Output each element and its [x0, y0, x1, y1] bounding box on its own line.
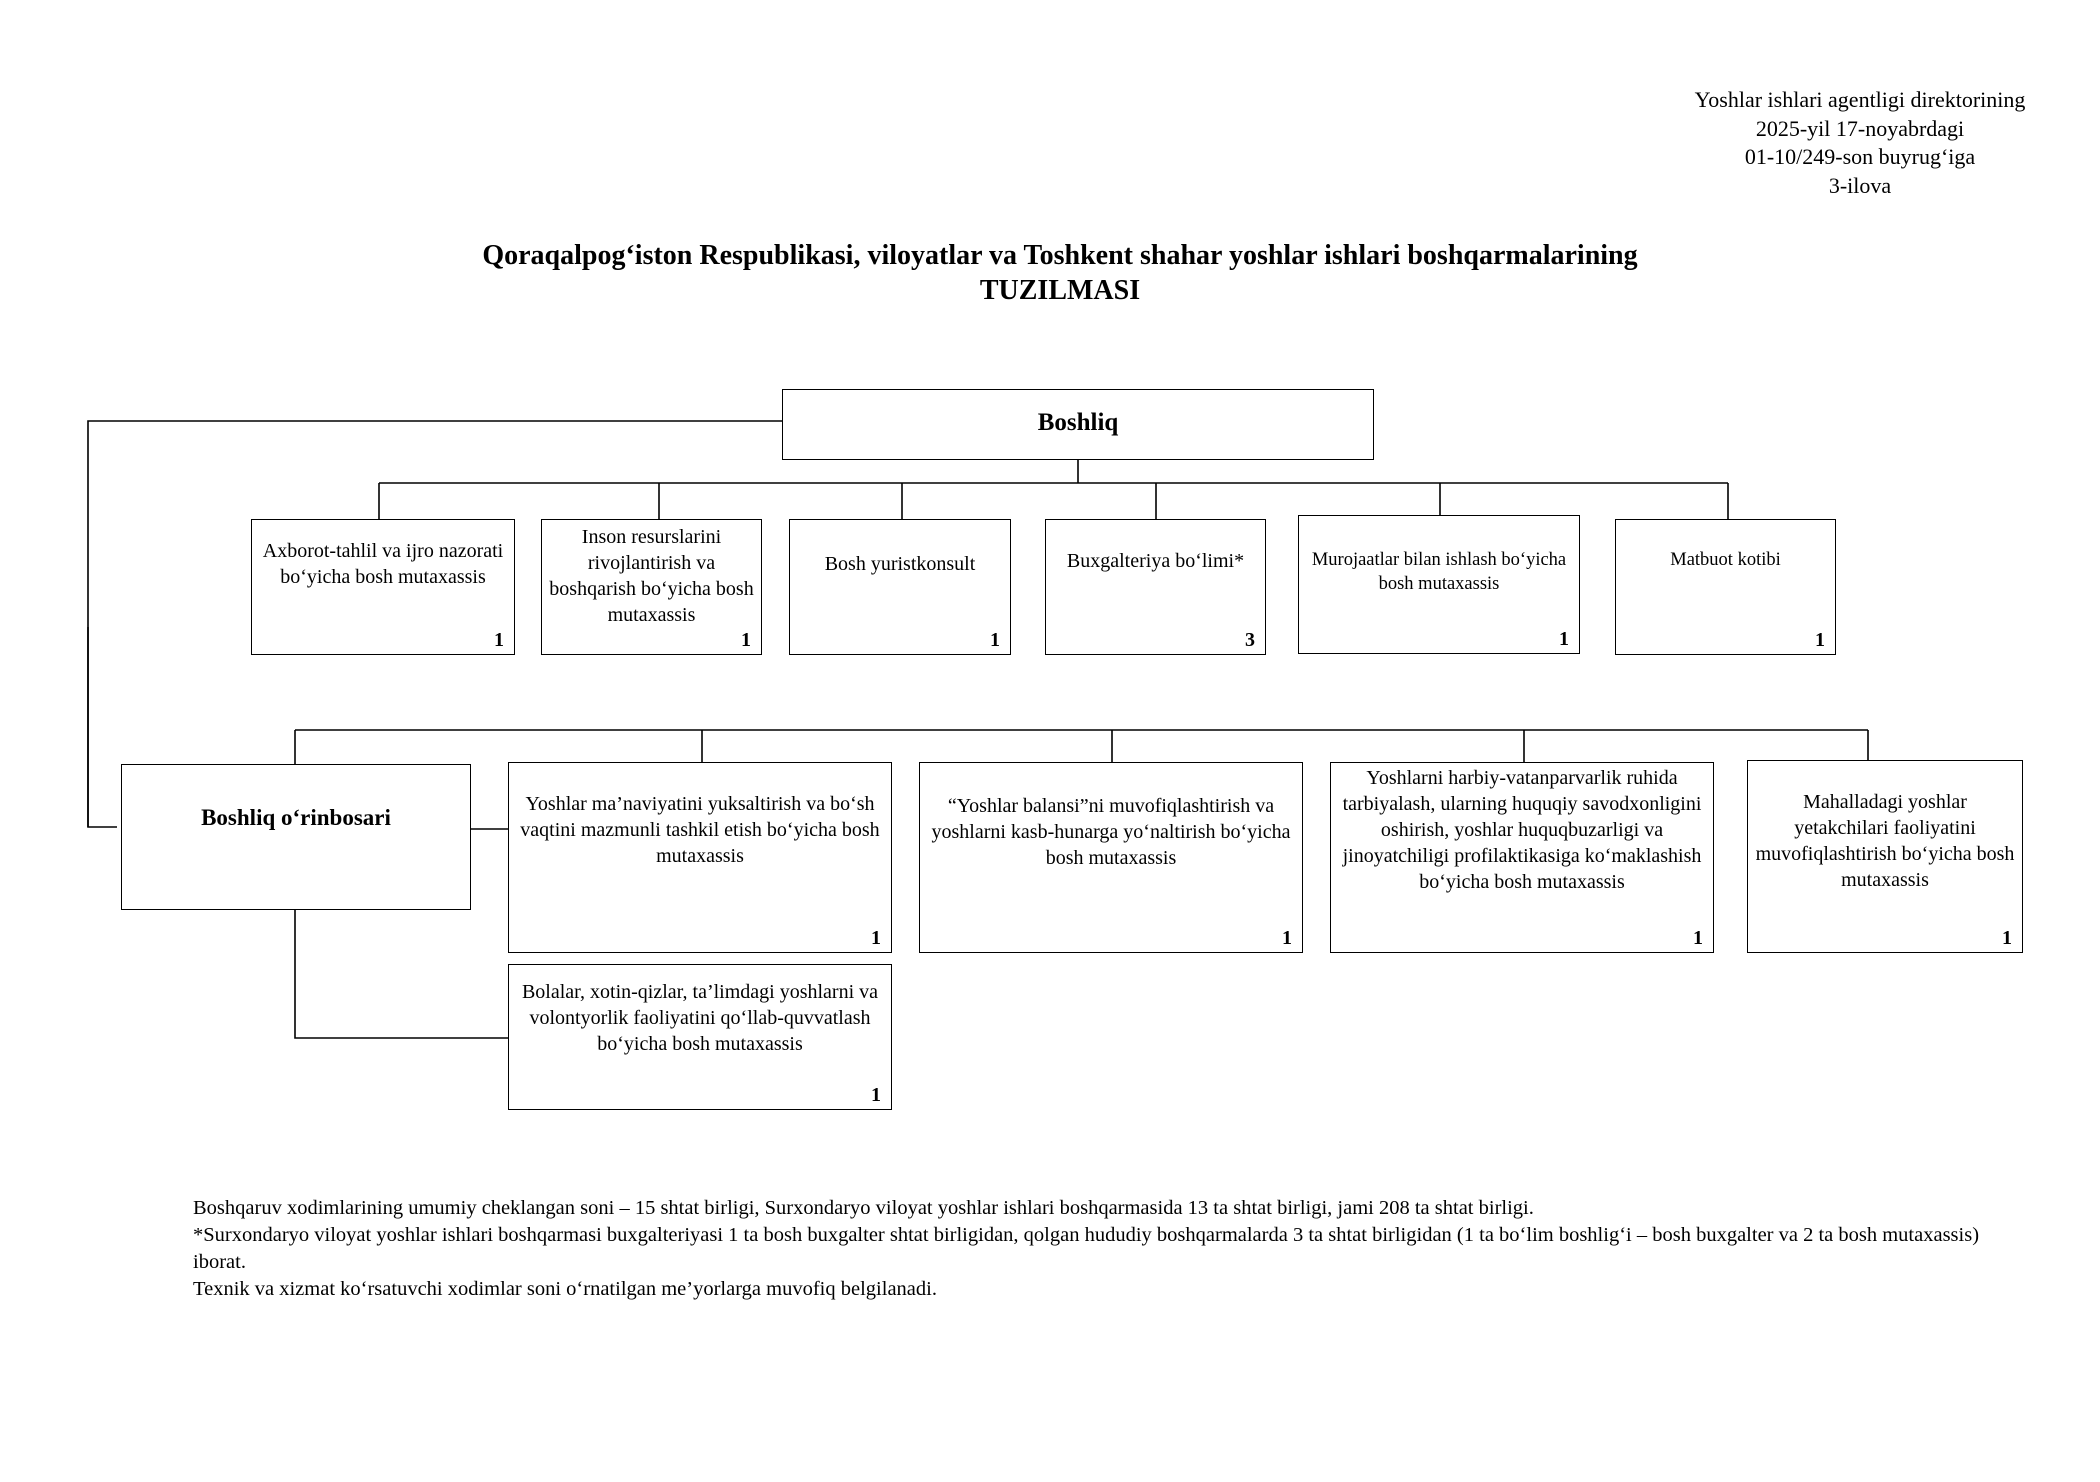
staff-count: 1 — [1282, 927, 1292, 949]
footnotes: Boshqaruv xodimlarining umumiy cheklanga… — [193, 1195, 1983, 1303]
specialist-label: Yoshlarni harbiy-vatanparvarlik ruhida t… — [1342, 767, 1702, 893]
specialist-box: Yoshlar ma’naviyatini yuksaltirish va bo… — [508, 762, 892, 953]
unit-label: Bosh yuristkonsult — [824, 553, 976, 575]
staff-count: 3 — [1245, 629, 1255, 651]
footnote-line: *Surxondaryo viloyat yoshlar ishlari bos… — [193, 1224, 1980, 1273]
specialist-label: Yoshlar ma’naviyatini yuksaltirish va bo… — [520, 793, 880, 867]
unit-label: Matbuot kotibi — [1670, 550, 1781, 570]
staff-count: 1 — [871, 1084, 881, 1106]
document-title: Qoraqalpog‘iston Respublikasi, viloyatla… — [360, 238, 1760, 308]
specialist-label: “Yoshlar balansi”ni muvofiqlashtirish va… — [931, 795, 1291, 869]
footnote-line: Boshqaruv xodimlarining umumiy cheklanga… — [193, 1197, 1534, 1219]
unit-box: Inson resurslarini rivojlantirish va bos… — [541, 519, 762, 655]
unit-box: Matbuot kotibi 1 — [1615, 519, 1836, 655]
approval-stamp: Yoshlar ishlari agentligi direktorining … — [1640, 86, 2080, 200]
title-line: Qoraqalpog‘iston Respublikasi, viloyatla… — [482, 240, 1638, 271]
approval-line: 3-ilova — [1828, 172, 1892, 198]
head-label: Boshliq — [1037, 409, 1119, 436]
unit-label: Buxgalteriya bo‘limi* — [1066, 550, 1245, 572]
unit-box: Bosh yuristkonsult 1 — [789, 519, 1011, 655]
specialist-box: “Yoshlar balansi”ni muvofiqlashtirish va… — [919, 762, 1303, 953]
unit-label: Murojaatlar bilan ishlash bo‘yicha bosh … — [1311, 550, 1567, 594]
specialist-label: Bolalar, xotin-qizlar, ta’limdagi yoshla… — [521, 981, 879, 1055]
staff-count: 1 — [2002, 927, 2012, 949]
approval-line: 01-10/249-son buyrug‘iga — [1744, 144, 1976, 169]
staff-count: 1 — [1693, 927, 1703, 949]
specialist-box: Yoshlarni harbiy-vatanparvarlik ruhida t… — [1330, 762, 1714, 953]
specialist-box: Mahalladagi yoshlar yetakchilari faoliya… — [1747, 760, 2023, 953]
specialist-label: Mahalladagi yoshlar yetakchilari faoliya… — [1755, 791, 2015, 891]
staff-count: 1 — [494, 629, 504, 651]
connector-line — [294, 910, 508, 1039]
unit-box: Buxgalteriya bo‘limi* 3 — [1045, 519, 1266, 655]
staff-count: 1 — [871, 927, 881, 949]
staff-count: 1 — [990, 629, 1000, 651]
deputy-box: Boshliq o‘rinbosari — [121, 764, 471, 910]
staff-count: 1 — [1815, 629, 1825, 651]
head-box: Boshliq — [782, 389, 1374, 460]
title-line: TUZILMASI — [979, 275, 1141, 306]
unit-box: Murojaatlar bilan ishlash bo‘yicha bosh … — [1298, 515, 1580, 654]
unit-label: Axborot-tahlil va ijro nazorati bo‘yicha… — [262, 540, 504, 588]
approval-line: Yoshlar ishlari agentligi direktorining — [1694, 87, 2026, 112]
staff-count: 1 — [741, 629, 751, 651]
connector-line — [87, 420, 782, 828]
footnote-line: Texnik va xizmat ko‘rsatuvchi xodimlar s… — [193, 1278, 937, 1300]
unit-label: Inson resurslarini rivojlantirish va bos… — [549, 526, 754, 626]
unit-box: Axborot-tahlil va ijro nazorati bo‘yicha… — [251, 519, 515, 655]
staff-count: 1 — [1559, 628, 1569, 650]
approval-line: 2025-yil 17-noyabrdagi — [1755, 115, 1965, 141]
deputy-label: Boshliq o‘rinbosari — [201, 805, 391, 830]
specialist-box: Bolalar, xotin-qizlar, ta’limdagi yoshla… — [508, 964, 892, 1110]
